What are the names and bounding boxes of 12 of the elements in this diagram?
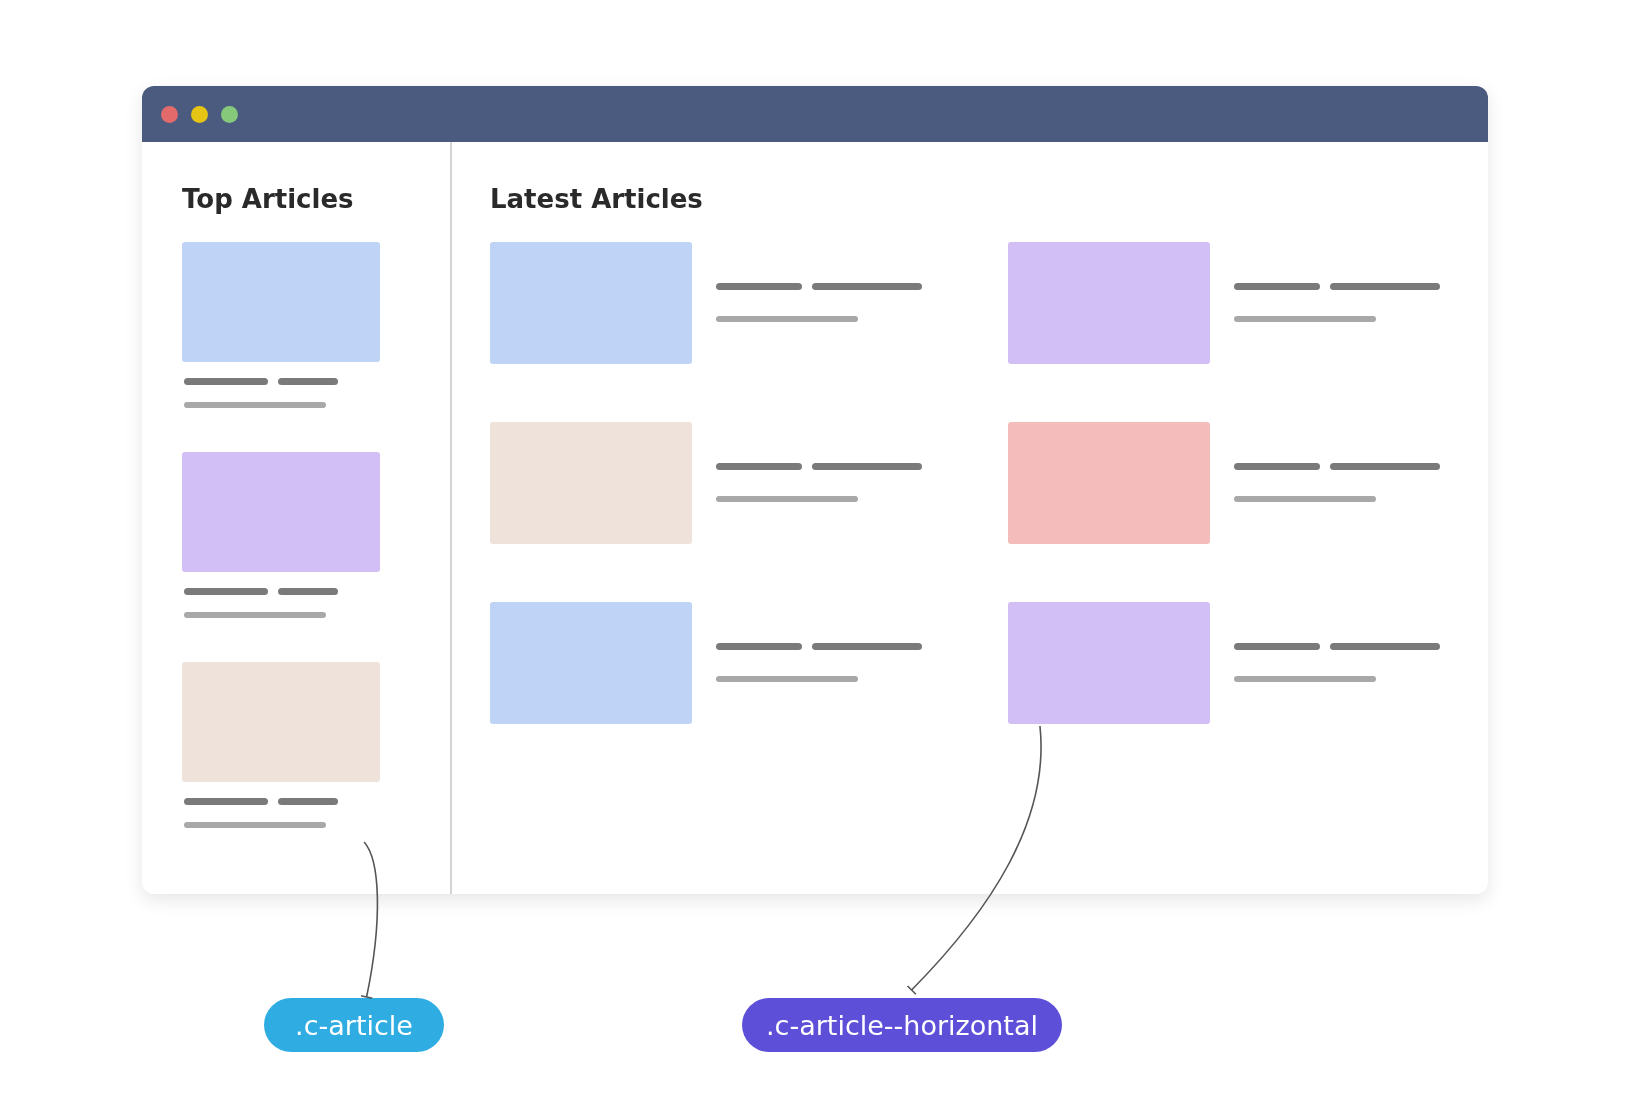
- article-card: [1008, 602, 1440, 724]
- article-card: [1008, 242, 1440, 364]
- panel-heading: Latest Articles: [490, 184, 703, 214]
- article-card: [490, 422, 922, 544]
- article-card: [490, 242, 922, 364]
- leader-line: [359, 841, 379, 999]
- class-name-tag: .c-article--horizontal: [742, 998, 1062, 1052]
- leader-line: [906, 725, 1042, 995]
- class-name-tag: .c-article: [264, 998, 444, 1052]
- article-card: [1008, 422, 1440, 544]
- panel-heading: Top Articles: [182, 184, 354, 214]
- article-card: [490, 602, 922, 724]
